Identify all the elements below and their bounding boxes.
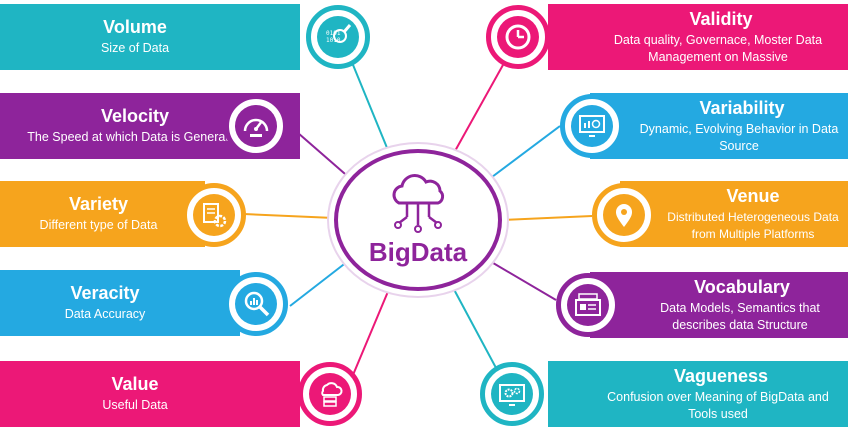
magnifier-chart-icon: [224, 272, 288, 336]
item-value: Value Useful Data: [0, 361, 300, 427]
item-desc: Confusion over Meaning of BigData and To…: [607, 389, 829, 421]
item-validity: Validity Data quality, Governace, Moster…: [548, 4, 848, 70]
bigdata-hub: BigData: [334, 149, 502, 291]
item-title: Vagueness: [673, 365, 769, 386]
connector-variety: [243, 213, 335, 219]
monitor-gears-icon: [480, 362, 544, 426]
svg-text:1010: 1010: [326, 37, 341, 44]
location-pin-icon: [592, 183, 656, 247]
cloud-circuit-icon: [392, 173, 445, 233]
item-title: Veracity: [70, 283, 140, 303]
item-title: Vocabulary: [694, 276, 790, 297]
item-vocabulary: Vocabulary Data Models, Semantics that d…: [590, 272, 848, 338]
item-desc: Dynamic, Evolving Behavior in Data Sourc…: [639, 121, 839, 153]
item-title: Velocity: [100, 106, 170, 126]
item-venue: Venue Distributed Heterogeneous Data fro…: [620, 181, 848, 247]
documents-gear-icon: [182, 183, 246, 247]
item-volume: Volume Size of Data: [0, 4, 300, 70]
speedometer-icon: [224, 94, 288, 158]
item-variability: Variability Dynamic, Evolving Behavior i…: [590, 93, 848, 159]
connector-velocity: [289, 125, 353, 181]
item-vagueness: Vagueness Confusion over Meaning of BigD…: [548, 361, 848, 427]
clock-icon: [486, 5, 550, 69]
card-file-icon: [556, 273, 620, 337]
item-desc: Data quality, Governace, Moster Data Man…: [613, 32, 823, 64]
item-title: Variability: [699, 97, 785, 118]
item-desc: Data Accuracy: [64, 307, 146, 321]
monitor-chart-icon: [560, 94, 624, 158]
hub-title: BigData: [368, 236, 468, 267]
connector-variability: [487, 125, 561, 181]
item-desc: Different type of Data: [39, 218, 158, 232]
item-variety: Variety Different type of Data: [0, 181, 205, 247]
item-title: Validity: [689, 8, 753, 29]
connector-venue: [501, 215, 593, 221]
item-title: Variety: [68, 194, 129, 214]
connector-vocabulary: [487, 259, 557, 301]
item-desc: Data Models, Semantics that describes da…: [660, 300, 820, 332]
item-desc: Useful Data: [102, 398, 168, 412]
connector-veracity: [289, 257, 353, 307]
item-veracity: Veracity Data Accuracy: [0, 270, 240, 336]
cloud-server-icon: [298, 362, 362, 426]
item-title: Venue: [726, 185, 780, 206]
item-title: Volume: [103, 17, 167, 37]
item-title: Value: [111, 374, 159, 394]
search-data-icon: 0101 1010: [306, 5, 370, 69]
svg-text:0101: 0101: [326, 30, 341, 37]
item-desc: The Speed at which Data is Generated: [27, 130, 243, 144]
item-desc: Size of Data: [100, 41, 170, 55]
item-desc: Distributed Heterogeneous Data from Mult…: [667, 209, 839, 241]
